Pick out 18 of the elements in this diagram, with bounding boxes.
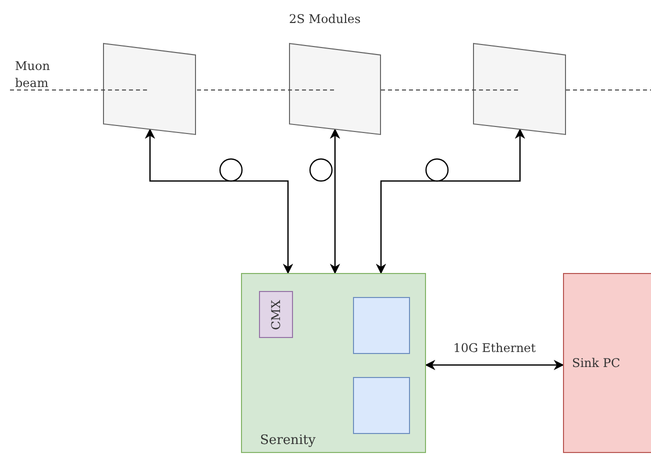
heading: 2S Modules <box>289 12 361 26</box>
arrow <box>376 128 526 274</box>
node-label: Serenity <box>260 433 316 448</box>
chip-box <box>353 297 410 354</box>
arrow <box>144 128 294 274</box>
arrow <box>424 360 564 370</box>
node-label: Sink PC <box>572 356 620 370</box>
arrow <box>330 128 340 274</box>
detector-module <box>473 43 566 135</box>
board-box <box>241 273 426 453</box>
detector-module <box>289 43 381 135</box>
node-label: CMX <box>269 300 283 330</box>
module-box <box>259 291 293 338</box>
computer-box <box>563 273 651 453</box>
beam-label: Muon beam <box>15 58 51 92</box>
edge-label: 10G Ethernet <box>453 341 536 355</box>
detector-module <box>103 43 196 135</box>
chip-box <box>353 377 410 434</box>
